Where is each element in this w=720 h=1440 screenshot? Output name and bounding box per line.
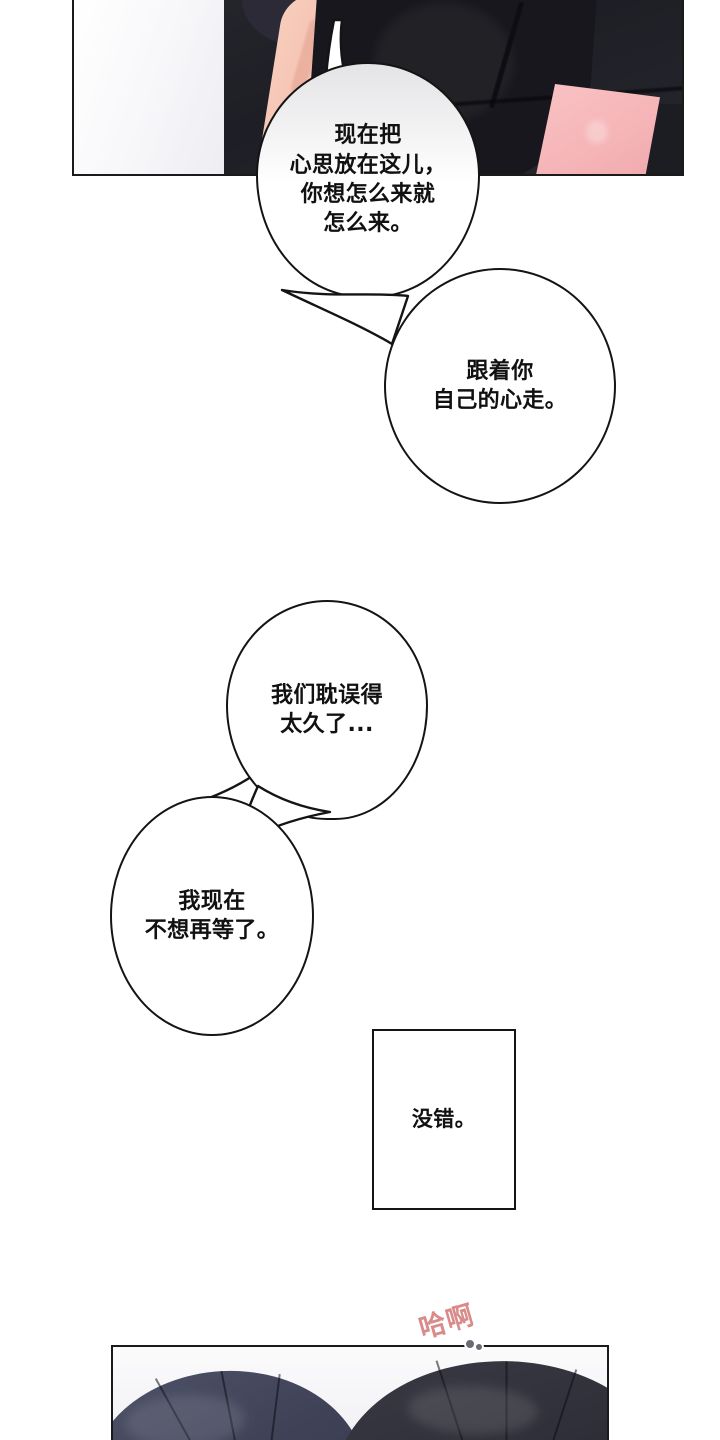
speech-bubble-3-text: 我们耽误得 太久了... [270,682,383,737]
caption-box[interactable]: 没错。 [372,1029,516,1210]
speech-bubble-2[interactable]: 跟着你 自己的心走。 [384,268,616,504]
bubble-2-tail [280,288,410,346]
speech-bubble-3[interactable]: 我们耽误得 太久了... [226,600,428,820]
speech-bubble-4[interactable]: 我现在 不想再等了。 [110,796,314,1036]
skin-highlight [586,120,608,144]
sfx-dot-tiny [474,1342,484,1352]
umbrella-rib [250,1374,281,1440]
umbrella-highlight [407,1383,539,1437]
second-character-skin [532,84,660,174]
speech-bubble-1-text: 现在把 心思放在这儿， 你想怎么来就 怎么来。 [289,123,447,237]
speech-bubble-4-text: 我现在 不想再等了。 [144,888,280,943]
caption-box-text: 没错。 [411,1107,477,1132]
comic-panel-bottom [111,1345,609,1440]
speech-bubble-1[interactable]: 现在把 心思放在这儿， 你想怎么来就 怎么来。 [256,62,480,298]
speech-bubble-2-text: 跟着你 自己的心走。 [432,358,568,413]
